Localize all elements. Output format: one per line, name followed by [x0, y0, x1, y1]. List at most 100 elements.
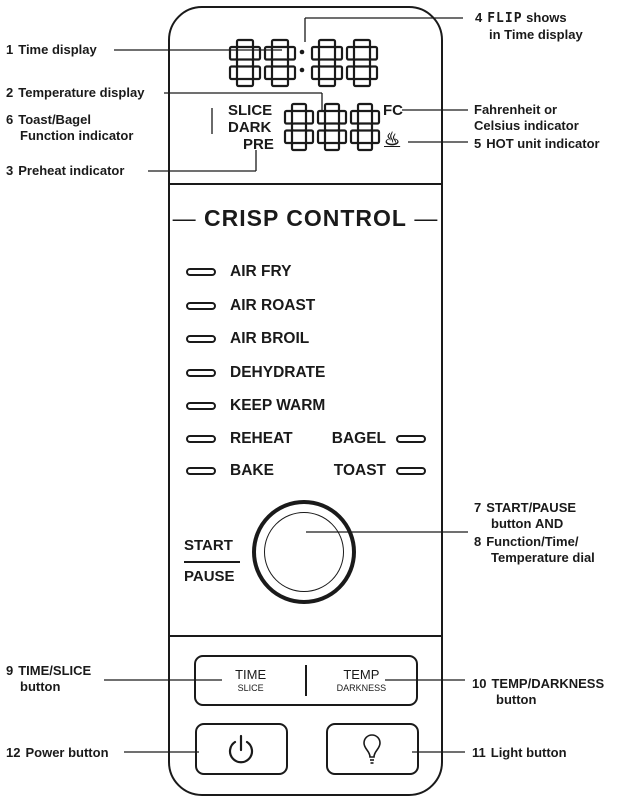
time-slice-button[interactable]: TIME SLICE	[196, 657, 305, 704]
function-led-indicator	[186, 467, 216, 475]
function-label: AIR ROAST	[230, 297, 316, 314]
function-led-indicator	[186, 402, 216, 410]
function-item: AIR BROIL	[186, 330, 309, 348]
digit-segment	[228, 45, 239, 61]
buttons-divider	[170, 635, 441, 637]
digit-segment	[235, 38, 255, 49]
function-label: TOAST	[333, 462, 386, 479]
digit-segment	[283, 129, 294, 145]
function-item: BAKE	[186, 462, 274, 480]
function-led-indicator	[396, 435, 426, 443]
preheat-indicator: PRE	[243, 136, 274, 153]
digit-segment	[368, 65, 379, 81]
digit-segment	[323, 102, 341, 113]
function-led-indicator	[186, 435, 216, 443]
function-item: AIR FRY	[186, 263, 291, 281]
digit-segment	[352, 58, 372, 68]
function-led-indicator	[186, 302, 216, 310]
start-pause-dial[interactable]	[252, 500, 356, 604]
digit-segment	[337, 109, 348, 125]
function-led-indicator	[186, 268, 216, 276]
digit-segment	[263, 45, 274, 61]
digit-segment	[304, 109, 315, 125]
digit-segment	[286, 45, 297, 61]
function-item: REHEAT	[186, 430, 293, 448]
digit-segment	[270, 58, 290, 68]
digit-segment	[337, 129, 348, 145]
dial-inner-ring	[264, 512, 344, 592]
digit-segment	[310, 65, 321, 81]
temp-darkness-button[interactable]: TEMP DARKNESS	[307, 657, 416, 704]
function-label: BAKE	[230, 462, 274, 479]
function-item: TOAST	[334, 462, 426, 480]
callout-fc: Fahrenheit or Celsius indicator	[474, 102, 579, 133]
seven-segment-digits	[228, 38, 381, 152]
darkness-button-sublabel: DARKNESS	[336, 682, 387, 693]
digit-segment	[370, 129, 381, 145]
digit-segment	[345, 65, 356, 81]
function-label: AIR FRY	[230, 263, 292, 280]
digit-segment	[317, 58, 337, 68]
crisp-control-title: — CRISP CONTROL —	[172, 205, 439, 231]
digit-segment	[286, 65, 297, 81]
function-item: AIR ROAST	[186, 297, 315, 315]
digit-segment	[235, 77, 255, 88]
digit-segment	[317, 38, 337, 49]
function-item: KEEP WARM	[186, 397, 325, 415]
power-icon	[228, 734, 254, 764]
digit-segment	[316, 109, 327, 125]
time-temp-button-bar: TIME SLICE TEMP DARKNESS	[194, 655, 418, 706]
digit-segment	[270, 77, 290, 88]
fahrenheit-celsius-indicator: FC	[383, 102, 403, 119]
start-label: START	[184, 537, 233, 554]
digit-segment	[304, 129, 315, 145]
function-label: KEEP WARM	[230, 397, 326, 414]
digit-segment	[263, 65, 274, 81]
digit-segment	[333, 45, 344, 61]
button-separator	[305, 665, 307, 696]
control-panel	[168, 6, 443, 796]
function-label: AIR BROIL	[230, 330, 310, 347]
function-label: DEHYDRATE	[230, 364, 326, 381]
start-pause-separator	[184, 561, 240, 563]
function-label: BAGEL	[331, 430, 386, 447]
light-button[interactable]	[326, 723, 419, 775]
function-label: REHEAT	[230, 430, 293, 447]
digit-segment	[251, 65, 262, 81]
digit-segment	[349, 109, 360, 125]
digit-segment	[356, 122, 374, 132]
digit-segment	[283, 109, 294, 125]
digit-segment	[310, 45, 321, 61]
digit-segment	[352, 77, 372, 88]
digit-segment	[290, 122, 308, 132]
time-colon	[299, 49, 305, 73]
digit-segment	[356, 141, 374, 152]
digit-segment	[345, 45, 356, 61]
digit-segment	[228, 65, 239, 81]
hot-unit-icon: ♨	[384, 129, 401, 149]
digit-segment	[290, 102, 308, 113]
slice-indicator: SLICE	[228, 102, 273, 119]
temp-button-label: TEMP	[343, 666, 380, 682]
digit-segment	[316, 129, 327, 145]
digit-segment	[317, 77, 337, 88]
digit-segment	[251, 45, 262, 61]
digit-segment	[270, 38, 290, 49]
digit-segment	[370, 109, 381, 125]
power-button[interactable]	[195, 723, 288, 775]
function-led-indicator	[186, 335, 216, 343]
time-button-label: TIME	[235, 666, 267, 682]
pause-label: PAUSE	[184, 568, 235, 585]
digit-segment	[323, 141, 341, 152]
light-bulb-icon	[363, 734, 381, 764]
